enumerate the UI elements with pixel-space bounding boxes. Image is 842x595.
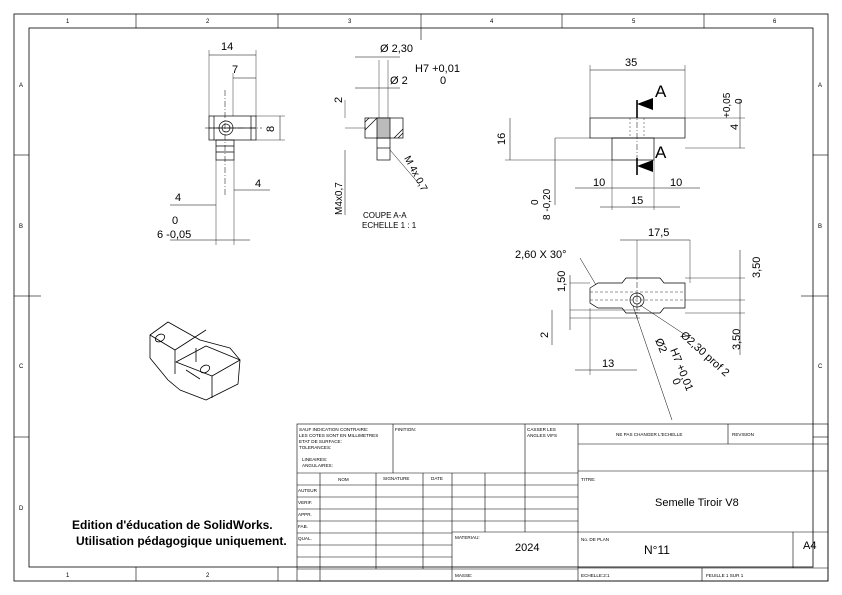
hole-fit-a: Ø2 [652, 337, 669, 355]
revision-label: REVISION [732, 432, 754, 437]
note-line-5: LINEAIRES: [302, 457, 327, 462]
col-label-1: 1 [66, 19, 70, 25]
row-label-a-right: A [818, 83, 822, 89]
chamfer-label: 2,60 X 30° [515, 249, 567, 261]
dim-1-50: 1,50 [556, 271, 568, 292]
dim-16: 16 [496, 133, 508, 145]
col-label-2: 2 [206, 19, 210, 25]
mass-label: MASSE: [455, 573, 472, 578]
zone-ticks [14, 14, 828, 581]
dim-3-50-top: 3,50 [751, 257, 763, 278]
drawing-no-value: N°11 [644, 543, 670, 557]
section-scale: ECHELLE 1 : 1 [362, 221, 417, 230]
drawing-no-label: No. DE PLAN [581, 537, 609, 542]
bottom-col-label-2: 2 [206, 573, 210, 579]
side-view-labels: 35 A A 16 +0,05 0 4 10 10 15 0 8 -0,20 [496, 57, 745, 220]
title-block-text: SAUF INDICATION CONTRAIRE: LES COTES SON… [298, 427, 754, 578]
col-label-5: 5 [632, 19, 636, 25]
col-label-6: 6 [773, 19, 777, 25]
watermark-line-2: Utilisation pédagogique uniquement. [76, 534, 287, 548]
front-view-dimensions: 14 7 8 4 4 0 6 -0,05 [157, 41, 277, 241]
tol-upper: 0 [172, 215, 178, 227]
top-view [551, 239, 745, 421]
side-view [505, 65, 745, 210]
front-view [170, 50, 285, 245]
dim-height: 8 [265, 126, 277, 132]
row-label-a: A [19, 83, 23, 89]
outer-frame [13, 13, 829, 582]
row-label-appr: APPR. [298, 512, 312, 517]
zone-labels: 1 2 3 4 5 6 1 2 A B C D A B C [19, 19, 823, 579]
bottom-col-label-1: 1 [66, 573, 70, 579]
title-block-values: Semelle Tiroir V8 2024 N°11 A4 [515, 497, 816, 557]
title-value: Semelle Tiroir V8 [655, 497, 739, 509]
dim-left-10: 10 [593, 177, 605, 189]
section-mark-bottom: A [655, 143, 667, 162]
note-line-6: ANGULAIRES: [302, 463, 333, 468]
note-line-2: LES COTES SONT EN MILLIMETRES [299, 433, 378, 438]
dim-length: 35 [625, 57, 637, 69]
dim-left: 4 [175, 192, 181, 204]
row-label-b-right: B [818, 224, 822, 230]
tol-zero: 0 [734, 98, 745, 104]
dim-half: 7 [232, 64, 238, 76]
scale-label: ECHELLE:2:1 [581, 573, 610, 578]
scale-note: NE PAS CHANGER L'ECHELLE [616, 432, 682, 437]
dim-4: 4 [729, 124, 741, 130]
title-block [296, 423, 829, 582]
edges-label-2: ANGLES VIFS [527, 433, 557, 438]
watermark-line-1: Edition d'éducation de SolidWorks. [72, 518, 273, 532]
row-label-c: C [19, 364, 24, 370]
col-label-3: 3 [348, 19, 352, 25]
note-line-3: ETAT DE SURFACE: [299, 439, 342, 444]
hole-fit-c: 0 [669, 377, 682, 387]
section-view-labels: Ø 2,30 H7 +0,01 Ø 2 0 2 M4x0,7 M 4x 0,7 … [333, 43, 460, 230]
dim-2: 2 [333, 97, 345, 103]
dim-15: 15 [631, 195, 643, 207]
tol-left-upper: 0 [530, 199, 541, 205]
dim-right: 4 [255, 178, 261, 190]
tol-upper: +0,05 [722, 92, 733, 118]
col-label-4: 4 [490, 19, 494, 25]
dim-2-top: 2 [539, 332, 551, 338]
row-label-b: B [19, 224, 23, 230]
dim-diameter-outer: Ø 2,30 [380, 43, 413, 55]
fit-label: H7 +0,01 [415, 63, 460, 75]
note-line-1: SAUF INDICATION CONTRAIRE: [299, 427, 368, 432]
dim-right-10: 10 [670, 177, 682, 189]
dim-17-5: 17,5 [648, 227, 669, 239]
material-label: MATERIAU: [455, 535, 480, 540]
edges-label-1: CASSER LES [527, 427, 556, 432]
row-label-c-right: C [818, 364, 823, 370]
note-line-4: TOLERANCES: [299, 445, 331, 450]
tol-left-lower: 8 -0,20 [542, 188, 553, 220]
col-header-signature: SIGNATURE [383, 476, 409, 481]
row-label-qual: QUAL. [298, 536, 312, 541]
title-label: TITRE: [581, 477, 596, 482]
row-label-d: D [19, 506, 24, 512]
section-mark-top: A [655, 82, 667, 101]
dim-13: 13 [602, 358, 614, 370]
row-label-verif: VERIF. [298, 500, 312, 505]
material-value: 2024 [515, 542, 539, 554]
format-value: A4 [803, 540, 816, 552]
isometric-view [149, 321, 241, 401]
dim-diameter-inner: Ø 2 [390, 75, 408, 87]
fit-lower: 0 [440, 75, 446, 87]
section-caption: COUPE A-A [363, 211, 407, 220]
finish-label: FINITION: [395, 427, 416, 432]
tol-lower: 6 -0,05 [157, 229, 191, 241]
thread-left: M4x0,7 [334, 182, 345, 215]
col-header-date: DATE [431, 476, 443, 481]
inner-frame [28, 27, 814, 568]
section-view [344, 56, 421, 215]
dim-width: 14 [221, 41, 233, 53]
row-label-fab: FAB. [298, 524, 308, 529]
col-header-name: NOM [338, 477, 349, 482]
row-label-author: AUTEUR [298, 488, 318, 493]
sheet-label: FEUILLE 1 SUR 1 [706, 573, 744, 578]
dim-3-50-bottom: 3,50 [731, 329, 743, 350]
thread-right: M 4x 0,7 [401, 154, 429, 193]
